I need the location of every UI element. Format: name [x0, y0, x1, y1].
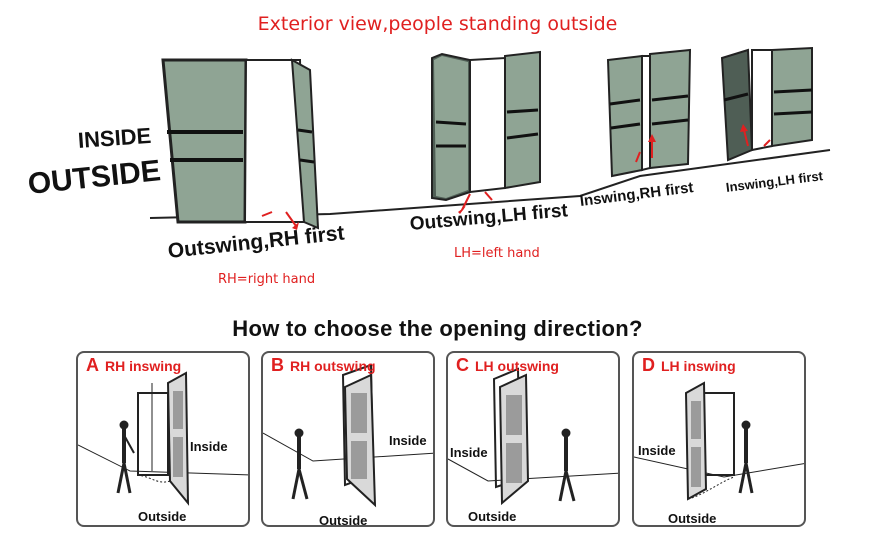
door-set-outswing-rh — [161, 58, 320, 230]
person-figure — [291, 428, 309, 500]
panel-a-rh-inswing: A RH inswing Inside Outside — [76, 351, 250, 527]
panel-name: LH inswing — [661, 358, 736, 374]
panel-letter: A — [86, 355, 99, 375]
door-set-outswing-lh — [431, 50, 541, 214]
door-frame — [137, 392, 169, 476]
inside-label: Inside — [389, 433, 427, 448]
door-set-inswing-rh — [606, 48, 692, 178]
panel-c-lh-outswing: C LH outswing Inside Outside — [446, 351, 620, 527]
inside-label: Inside — [638, 443, 676, 458]
sub-rh-right-hand: RH=right hand — [218, 272, 316, 287]
panel-name: LH outswing — [475, 358, 559, 374]
sub-lh-left-hand: LH=left hand — [454, 246, 540, 261]
panel-name: RH outswing — [290, 358, 376, 374]
opening-direction-heading: How to choose the opening direction? — [232, 316, 643, 341]
panel-b-rh-outswing: B RH outswing Inside Outside — [261, 351, 435, 527]
panel-d-lh-inswing: D LH inswing Inside Outside — [632, 351, 806, 527]
panel-name: RH inswing — [105, 358, 182, 374]
person-figure — [558, 428, 576, 502]
panel-letter: D — [642, 355, 655, 375]
inside-label: Inside — [190, 439, 228, 454]
panel-letter: B — [271, 355, 284, 375]
inside-label: Inside — [450, 445, 488, 460]
double-door-illustration — [149, 46, 831, 230]
door-frame — [703, 392, 735, 476]
panel-letter: C — [456, 355, 469, 375]
door-leaf — [498, 373, 530, 506]
exterior-view-title: Exterior view,people standing outside — [257, 13, 618, 35]
door-set-inswing-lh — [720, 46, 813, 162]
person-figure — [116, 420, 135, 494]
outside-label: Outside — [468, 509, 517, 524]
outside-label: Outside — [138, 509, 187, 524]
person-figure — [738, 420, 754, 494]
outside-label: Outside — [668, 511, 717, 526]
outside-label: Outside — [319, 513, 368, 527]
inside-label: INSIDE — [77, 122, 153, 153]
